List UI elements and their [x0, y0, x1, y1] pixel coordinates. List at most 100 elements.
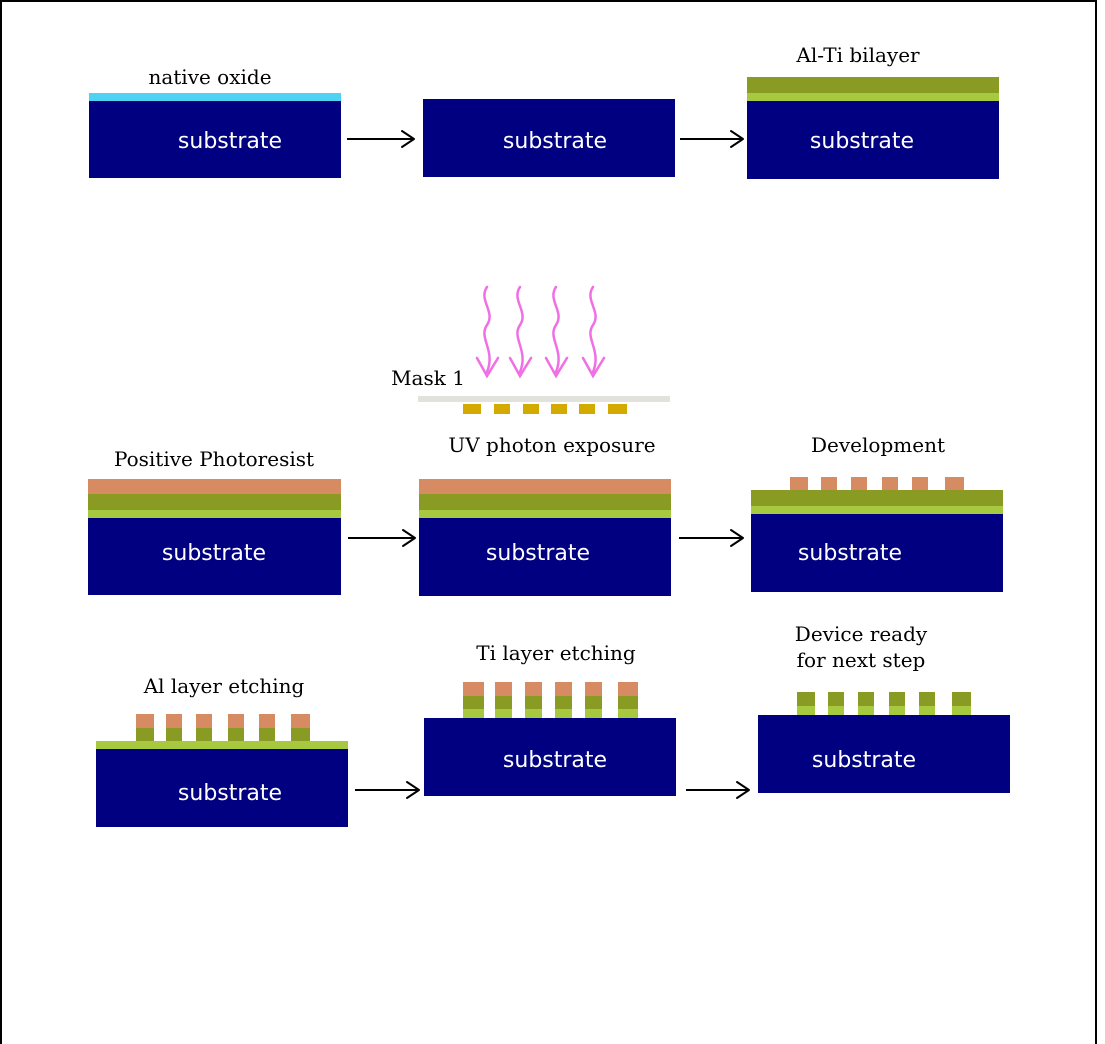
- step-al-ti-bilayer: substrate Al-Ti bilayer: [747, 43, 999, 179]
- mask-pattern-bar: [608, 404, 627, 414]
- layer-segment: [828, 706, 844, 715]
- uv-ray-stroke: [552, 285, 560, 374]
- layer-segment: [495, 682, 512, 696]
- uv-ray-icon: [544, 285, 569, 379]
- step-positive-photoresist: substrate Positive Photoresist: [88, 447, 341, 595]
- al-layer: [747, 77, 999, 93]
- layer-segment: [136, 728, 154, 741]
- layer-segment: [585, 682, 602, 696]
- uv-ray-stroke: [483, 285, 491, 374]
- layer-segment: [495, 709, 512, 718]
- arrow-head: [730, 130, 744, 148]
- layer-segment: [889, 692, 905, 706]
- mask-pattern-bar: [494, 404, 510, 414]
- layer-segment: [259, 728, 275, 741]
- substrate-label: substrate: [178, 781, 282, 806]
- substrate-label: substrate: [486, 541, 590, 566]
- al-layer: [88, 494, 341, 510]
- substrate-block: [419, 518, 671, 596]
- mask-pattern: [463, 404, 627, 414]
- arrow-head: [730, 529, 744, 547]
- right-arrow-icon: [347, 130, 415, 148]
- native-oxide-label: native oxide: [148, 65, 271, 89]
- uv-ray-stroke: [581, 356, 606, 379]
- substrate-block: [747, 101, 999, 179]
- ti-layer: [747, 93, 999, 101]
- layer-segment: [919, 706, 935, 715]
- uv-ray-icon: [508, 285, 533, 379]
- layer-segment: [555, 682, 572, 696]
- layer-segment: [259, 714, 275, 728]
- layer-segment: [291, 728, 310, 741]
- device-pillars: [797, 692, 971, 715]
- layer-segment: [797, 692, 815, 706]
- layer-segment: [228, 728, 244, 741]
- layer-segment: [618, 709, 638, 718]
- uv-ray-stroke: [544, 356, 569, 379]
- development-label: Development: [811, 433, 945, 457]
- mask-pattern-bar: [551, 404, 567, 414]
- layer-segment: [166, 728, 182, 741]
- layer-segment: [196, 714, 212, 728]
- substrate-label: substrate: [812, 748, 916, 773]
- positive-photoresist-label: Positive Photoresist: [114, 447, 314, 471]
- substrate-label: substrate: [503, 748, 607, 773]
- step-al-layer-etching: substrate Al layer etching: [96, 674, 348, 827]
- layer-segment: [525, 682, 542, 696]
- right-arrow-icon: [348, 529, 416, 547]
- layer-segment: [196, 728, 212, 741]
- substrate-label: substrate: [503, 129, 607, 154]
- substrate-block: [96, 749, 348, 827]
- layer-segment: [463, 682, 484, 696]
- arrow-head: [406, 781, 420, 799]
- layer-segment: [858, 692, 874, 706]
- arrow-head: [401, 130, 415, 148]
- resist-capped-pillars: [463, 682, 638, 718]
- layer-segment: [495, 696, 512, 709]
- layer-segment: [166, 714, 182, 728]
- uv-ray-icon: [475, 285, 500, 379]
- ti-layer: [96, 741, 348, 749]
- step-device-ready: substrate Device ready for next step: [758, 622, 1010, 793]
- uv-exposure-label: UV photon exposure: [448, 433, 655, 457]
- al-layer: [419, 494, 671, 510]
- uv-ray-stroke: [508, 356, 533, 379]
- uv-ray-stroke: [589, 285, 597, 374]
- device-ready-label-line-2: for next step: [797, 648, 926, 672]
- step-native-oxide: substrate native oxide: [89, 65, 341, 178]
- layer-segment: [463, 696, 484, 709]
- mask: Mask 1: [391, 366, 670, 414]
- photoresist-pattern: [821, 477, 837, 490]
- layer-segment: [585, 696, 602, 709]
- arrow-head: [736, 781, 750, 799]
- layer-segment: [952, 692, 971, 706]
- layer-segment: [291, 714, 310, 728]
- ti-layer: [419, 510, 671, 518]
- substrate-block: [423, 99, 675, 177]
- layer-segment: [136, 714, 154, 728]
- step-oxide-removed: substrate: [423, 99, 675, 177]
- native-oxide-layer: [89, 93, 341, 101]
- right-arrow-icon: [680, 130, 744, 148]
- al-ti-bilayer-label: Al-Ti bilayer: [795, 43, 920, 67]
- layer-segment: [618, 682, 638, 696]
- photoresist-pattern: [882, 477, 898, 490]
- right-arrow-icon: [686, 781, 750, 799]
- layer-segment: [555, 709, 572, 718]
- layer-segment: [952, 706, 971, 715]
- mask-pattern-bar: [523, 404, 539, 414]
- photoresist-pattern: [945, 477, 964, 490]
- substrate-block: [424, 718, 676, 796]
- layer-segment: [858, 706, 874, 715]
- resist-capped-pillars: [136, 714, 310, 741]
- layer-segment: [228, 714, 244, 728]
- layer-segment: [525, 709, 542, 718]
- ti-etching-label: Ti layer etching: [476, 641, 636, 665]
- substrate-block: [88, 518, 341, 595]
- substrate-label: substrate: [162, 541, 266, 566]
- uv-ray-stroke: [475, 356, 500, 379]
- photoresist-pattern: [851, 477, 867, 490]
- mask-label: Mask 1: [391, 366, 465, 390]
- mask-plate: [418, 396, 670, 402]
